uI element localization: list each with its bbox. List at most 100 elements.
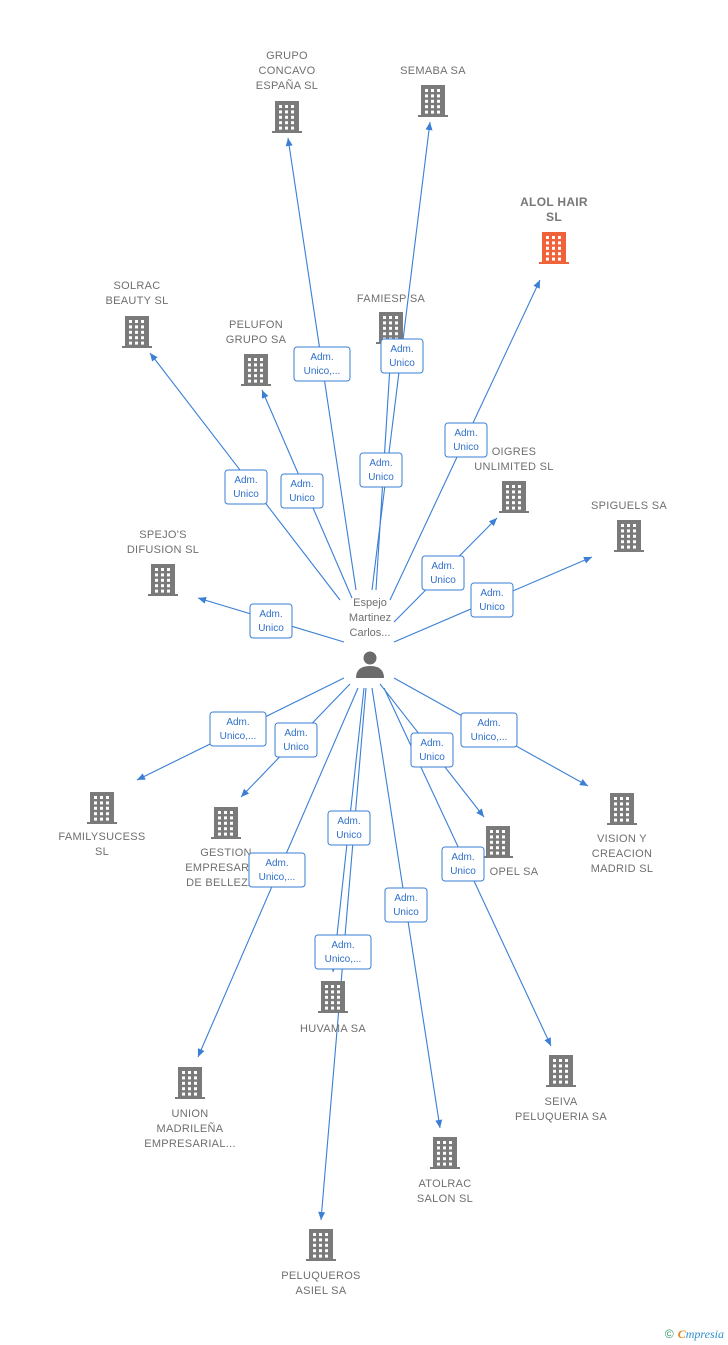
- company-node-spiguels[interactable]: SPIGUELS SA: [591, 500, 667, 552]
- edge-label-familysucess[interactable]: Adm.Unico,...: [209, 711, 267, 747]
- brand-initial: C: [677, 1327, 686, 1341]
- edge-arrowhead-spejos: [198, 596, 207, 604]
- company-name: SL: [95, 846, 109, 858]
- edge-arrowhead-familysucess: [137, 773, 146, 780]
- edge-label-alol_hair[interactable]: Adm.Unico: [444, 422, 488, 458]
- company-name: SOLRAC: [113, 280, 160, 292]
- edge-label-oigres[interactable]: Adm.Unico: [421, 555, 465, 591]
- company-node-huvama[interactable]: HUVAMA SA: [300, 981, 366, 1035]
- company-node-opel[interactable]: OPEL SA: [483, 826, 539, 878]
- edge-arrowhead-union: [197, 1048, 205, 1057]
- edge-label-text: Adm.: [234, 475, 257, 486]
- company-name: SL: [546, 210, 562, 224]
- company-name: ATOLRAC: [418, 1178, 471, 1190]
- edge-arrowhead-spiguels: [583, 556, 592, 564]
- edge-label-text: Unico: [368, 472, 394, 483]
- edge-label-gestion[interactable]: Adm. Unico: [274, 722, 318, 758]
- edge-label-pelufon[interactable]: Adm.Unico: [280, 473, 324, 509]
- edge-label-text: Unico: [336, 830, 362, 841]
- edge-label-box: [209, 711, 267, 747]
- company-node-familysucess[interactable]: FAMILYSUCESS SL: [58, 792, 145, 858]
- edge-arrowhead-seiva: [544, 1037, 551, 1046]
- edge-label-text: Unico: [283, 742, 309, 753]
- edge-label-semaba[interactable]: Adm. Unico: [359, 452, 403, 488]
- company-node-semaba[interactable]: SEMABA SA: [400, 65, 466, 117]
- edge-label-solrac[interactable]: Adm.Unico: [224, 469, 268, 505]
- company-name: CONCAVO: [259, 65, 316, 77]
- company-name: CREACION: [592, 848, 652, 860]
- company-node-spejos[interactable]: SPEJO'S DIFUSION SL: [127, 529, 199, 596]
- company-name: MADRILEÑA: [157, 1122, 224, 1135]
- edge-label-text: Unico: [450, 866, 476, 877]
- building-icon: [306, 1229, 336, 1261]
- edge-label-vision[interactable]: Adm. Unico,...: [460, 712, 518, 748]
- empresia-logo[interactable]: ©Cmpresia: [665, 1327, 724, 1342]
- company-name: SEIVA: [544, 1096, 577, 1108]
- edge-label-huvama[interactable]: Adm.Unico: [327, 810, 371, 846]
- edge-label-text: Adm.: [420, 738, 443, 749]
- edge-label-box: [280, 473, 324, 509]
- building-icon: [499, 481, 529, 513]
- edge-label-box: [274, 722, 318, 758]
- edge-label-text: Unico,...: [471, 732, 508, 743]
- edge-label-famiesp[interactable]: Adm.Unico: [380, 338, 424, 374]
- edge-label-union[interactable]: Adm.Unico,...: [248, 852, 306, 888]
- person-icon: [356, 651, 384, 678]
- edge-arrowhead-solrac: [150, 353, 158, 362]
- company-name: SPEJO'S: [139, 529, 187, 541]
- building-icon: [607, 793, 637, 825]
- edge-label-opel[interactable]: Adm.Unico: [410, 732, 454, 768]
- edge-label-box: [380, 338, 424, 374]
- company-name: OPEL SA: [490, 866, 539, 878]
- edge-arrowhead-peluqueros: [318, 1211, 326, 1220]
- edge-label-text: Adm.: [331, 940, 354, 951]
- edge-arrowhead-pelufon: [261, 390, 269, 399]
- company-name: PELUQUEROS: [281, 1270, 360, 1282]
- company-name: FAMILYSUCESS: [58, 831, 145, 843]
- edge-label-box: [444, 422, 488, 458]
- company-name: VISION Y: [597, 833, 647, 845]
- edge-arrowhead-oigres: [488, 518, 497, 527]
- building-icon: [272, 101, 302, 133]
- company-name: EMPRESARIAL...: [144, 1138, 236, 1150]
- company-name: SEMABA SA: [400, 65, 466, 77]
- edge-arrowhead-opel: [476, 808, 484, 817]
- building-icon: [614, 520, 644, 552]
- edge-label-box: [327, 810, 371, 846]
- edge-label-box: [384, 887, 428, 923]
- edge-label-text: Unico: [453, 442, 479, 453]
- company-name: UNLIMITED SL: [474, 461, 553, 473]
- edge-label-text: Adm.: [431, 561, 454, 572]
- edge-label-spiguels[interactable]: Adm.Unico: [470, 582, 514, 618]
- person-node[interactable]: EspejoMartinezCarlos...: [349, 597, 391, 678]
- company-node-union[interactable]: UNIONMADRILEÑAEMPRESARIAL...: [144, 1067, 236, 1150]
- edge-label-peluqueros[interactable]: Adm.Unico,...: [314, 934, 372, 970]
- edge-label-seiva[interactable]: Adm. Unico: [441, 846, 485, 882]
- edge-label-text: Adm.: [369, 458, 392, 469]
- edge-arrowhead-grupo_concavo: [285, 138, 293, 147]
- edge-label-box: [248, 852, 306, 888]
- edge-label-text: Adm.: [265, 858, 288, 869]
- edge-label-atolrac[interactable]: Adm.Unico: [384, 887, 428, 923]
- company-name: DIFUSION SL: [127, 544, 199, 556]
- edge-label-text: Adm.: [480, 588, 503, 599]
- edge-label-spejos[interactable]: Adm.Unico: [249, 603, 293, 639]
- edge-label-grupo_concavo[interactable]: Adm.Unico,...: [293, 346, 351, 382]
- edge-label-text: Adm.: [451, 852, 474, 863]
- edge-label-box: [224, 469, 268, 505]
- building-icon: [87, 792, 117, 824]
- company-node-famiesp[interactable]: FAMIESP SA: [357, 293, 426, 344]
- edge-label-text: Adm.: [284, 728, 307, 739]
- edge-label-text: Unico: [258, 623, 284, 634]
- edge-label-text: Adm.: [477, 718, 500, 729]
